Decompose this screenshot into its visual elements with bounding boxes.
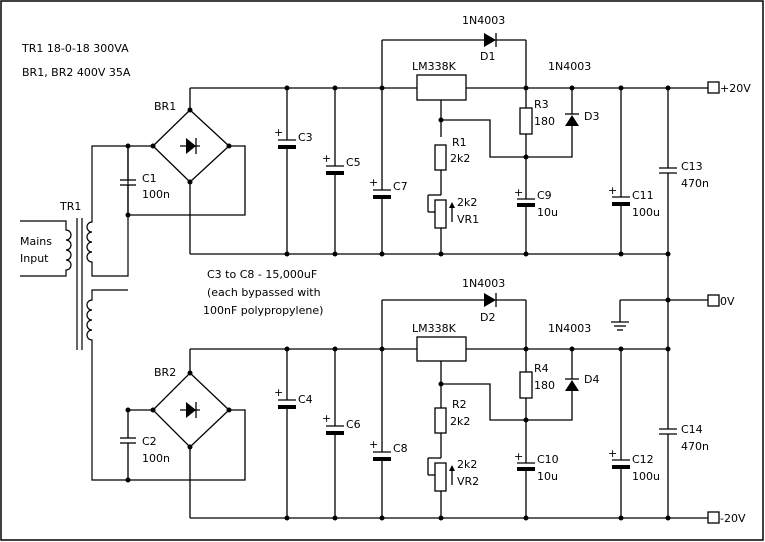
terminal-plus20 <box>707 81 720 94</box>
c5-label: C5 <box>346 156 361 169</box>
d2-part: 1N4003 <box>462 277 505 290</box>
terminal-0v <box>707 294 720 307</box>
r3-ref: R3 <box>534 98 549 111</box>
mains-label-2: Input <box>20 252 49 265</box>
svg-text:+: + <box>274 386 283 399</box>
vr1-val: 2k2 <box>457 196 477 209</box>
c1-ref: C1 <box>142 172 157 185</box>
svg-text:+: + <box>514 450 523 463</box>
terminal-minus20 <box>707 511 720 524</box>
note-br: BR1, BR2 400V 35A <box>22 66 131 79</box>
c10-ref: C10 <box>537 453 559 466</box>
d3-ref: D3 <box>584 110 599 123</box>
c13-ref: C13 <box>681 160 703 173</box>
out-minus: -20V <box>720 512 746 525</box>
svg-text:+: + <box>369 176 378 189</box>
vr2-ref: VR2 <box>457 475 479 488</box>
br2-label: BR2 <box>154 366 176 379</box>
r3-val: 180 <box>534 115 555 128</box>
d4-part: 1N4003 <box>548 322 591 335</box>
svg-text:+: + <box>322 152 331 165</box>
note-caps-3: 100nF polypropylene) <box>203 304 323 317</box>
c6-label: C6 <box>346 418 361 431</box>
vr2-val: 2k2 <box>457 458 477 471</box>
mains-label-1: Mains <box>20 235 52 248</box>
c12-val: 100u <box>632 470 660 483</box>
svg-text:+: + <box>322 412 331 425</box>
c9-val: 10u <box>537 206 558 219</box>
reg-pos-label: LM338K <box>412 60 457 73</box>
c11-ref: C11 <box>632 189 654 202</box>
d1-part: 1N4003 <box>462 14 505 27</box>
reg-neg-label: LM338K <box>412 322 457 335</box>
svg-text:+: + <box>274 126 283 139</box>
d4-ref: D4 <box>584 373 599 386</box>
out-0v: 0V <box>720 295 735 308</box>
c10-val: 10u <box>537 470 558 483</box>
r1-val: 2k2 <box>450 152 470 165</box>
svg-text:+: + <box>608 184 617 197</box>
c11-val: 100u <box>632 206 660 219</box>
d1-ref: D1 <box>480 50 495 63</box>
c2-val: 100n <box>142 452 170 465</box>
vr1-ref: VR1 <box>457 213 479 226</box>
svg-text:+: + <box>608 447 617 460</box>
c14-ref: C14 <box>681 423 703 436</box>
r4-ref: R4 <box>534 362 549 375</box>
tr1-label: TR1 <box>59 200 81 213</box>
r2-ref: R2 <box>452 398 467 411</box>
c7-label: C7 <box>393 180 408 193</box>
ground-rail: 0V <box>611 294 735 331</box>
r2-val: 2k2 <box>450 415 470 428</box>
c8-label: C8 <box>393 442 408 455</box>
c14-val: 470n <box>681 440 709 453</box>
regulator-lm338k-pos <box>416 74 467 101</box>
out-plus: +20V <box>720 82 751 95</box>
transformer-tr1: TR1 Mains Input <box>20 145 129 481</box>
negative-rail: C2 100n BR2 + C4 + <box>120 277 746 525</box>
regulator-lm338k-neg <box>416 336 467 362</box>
c12-ref: C12 <box>632 453 654 466</box>
r1-ref: R1 <box>452 136 467 149</box>
svg-text:+: + <box>369 438 378 451</box>
c1-val: 100n <box>142 188 170 201</box>
note-tr1: TR1 18-0-18 300VA <box>21 42 129 55</box>
c13-val: 470n <box>681 177 709 190</box>
c2-ref: C2 <box>142 435 157 448</box>
d2-ref: D2 <box>480 311 495 324</box>
r4-val: 180 <box>534 379 555 392</box>
note-caps-1: C3 to C8 - 15,000uF <box>207 268 317 281</box>
c3-label: C3 <box>298 131 313 144</box>
d3-part: 1N4003 <box>548 60 591 73</box>
svg-text:+: + <box>514 186 523 199</box>
c9-ref: C9 <box>537 189 552 202</box>
positive-rail: C1 100n BR1 + C3 + <box>120 14 751 300</box>
br1-label: BR1 <box>154 100 176 113</box>
note-caps-2: (each bypassed with <box>207 286 321 299</box>
c4-label: C4 <box>298 393 313 406</box>
